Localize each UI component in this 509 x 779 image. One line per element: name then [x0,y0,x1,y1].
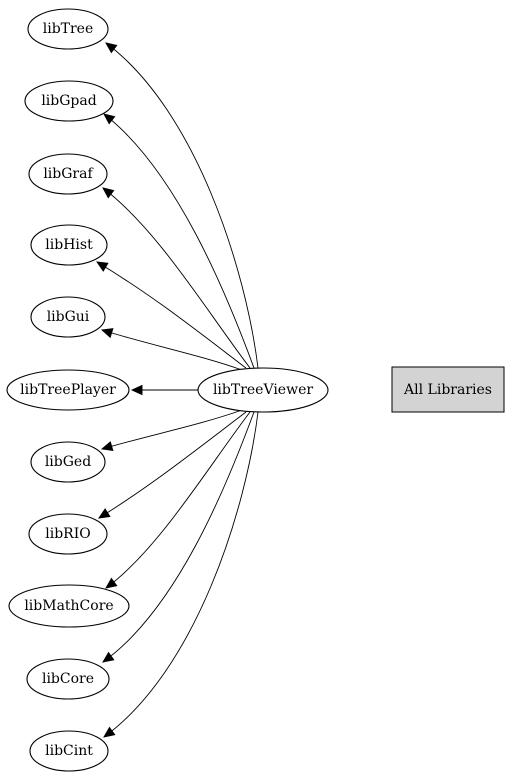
arrowhead-libged [100,441,114,452]
node-ellipse-libtreeplayer [6,369,130,411]
node-ellipse-librio [28,513,108,555]
node-label-libgui: libGui [47,309,90,325]
node-libtreeplayer[interactable]: libTreePlayer [6,369,130,411]
node-label-libcint: libCint [45,743,93,759]
node-ellipse-libged [30,441,106,483]
node-label-libtreeplayer: libTreePlayer [20,382,116,398]
arrowhead-libcint [103,726,116,738]
arrowhead-libgui [100,328,114,339]
node-label-libtree: libTree [43,21,94,37]
dependency-edges [96,42,259,738]
node-label-libged: libGed [45,454,91,470]
node-label-libcore: libCore [42,671,94,687]
all-libraries-label: All Libraries [403,382,492,398]
node-label-libgpad: libGpad [41,93,96,109]
arrowhead-librio [98,508,111,519]
node-ellipse-libcint [29,730,109,772]
node-libtree[interactable]: libTree [27,8,109,50]
center-node-ellipse [197,367,329,413]
all-libraries-button[interactable]: All Libraries [391,366,505,413]
node-ellipse-libgpad [24,80,114,122]
node-ellipse-libmathcore [8,584,130,628]
edge-to-libmathcore [105,411,251,589]
arrowhead-libgpad [103,113,116,125]
edge-to-librio [98,411,247,519]
node-libcint[interactable]: libCint [29,730,109,772]
edge-to-libtree [105,42,259,369]
node-label-libmathcore: libMathCore [24,598,113,614]
edge-to-libhist [96,261,247,369]
node-libmathcore[interactable]: libMathCore [8,584,130,628]
node-ellipse-libgui [30,296,106,338]
arrowhead-libtreeplayer [130,384,143,396]
node-label-libhist: libHist [45,237,93,253]
node-ellipse-libhist [30,224,108,266]
node-ellipse-libcore [26,658,110,700]
edge-to-libcint [103,411,259,738]
node-label-librio: libRIO [45,526,90,542]
node-ellipse-libtree [27,8,109,50]
edge-to-libcore [102,411,255,663]
node-libgraf[interactable]: libGraf [28,153,108,195]
node-label-libgraf: libGraf [43,166,94,182]
node-libhist[interactable]: libHist [30,224,108,266]
node-librio[interactable]: libRIO [28,513,108,555]
node-libgpad[interactable]: libGpad [24,80,114,122]
node-libgui[interactable]: libGui [30,296,106,338]
node-libcore[interactable]: libCore [26,658,110,700]
edge-to-libged [101,409,243,450]
arrowhead-libgraf [102,187,115,199]
edge-to-libgui [101,329,243,371]
center-node-label: libTreeViewer [213,382,313,398]
edge-to-libgraf [102,187,251,369]
center-node-libtreeviewer[interactable]: libTreeViewer [197,367,329,413]
arrowhead-libcore [102,651,115,663]
node-libged[interactable]: libGed [30,441,106,483]
all-libraries-box [391,366,505,413]
edge-to-libgpad [103,113,255,369]
node-ellipse-libgraf [28,153,108,195]
arrowhead-libhist [96,261,109,272]
arrowhead-libmathcore [105,577,118,589]
dependency-nodes: libTree libGpad libGraf libHist libGui libTre… [6,8,130,772]
arrowhead-libtree [105,42,118,54]
